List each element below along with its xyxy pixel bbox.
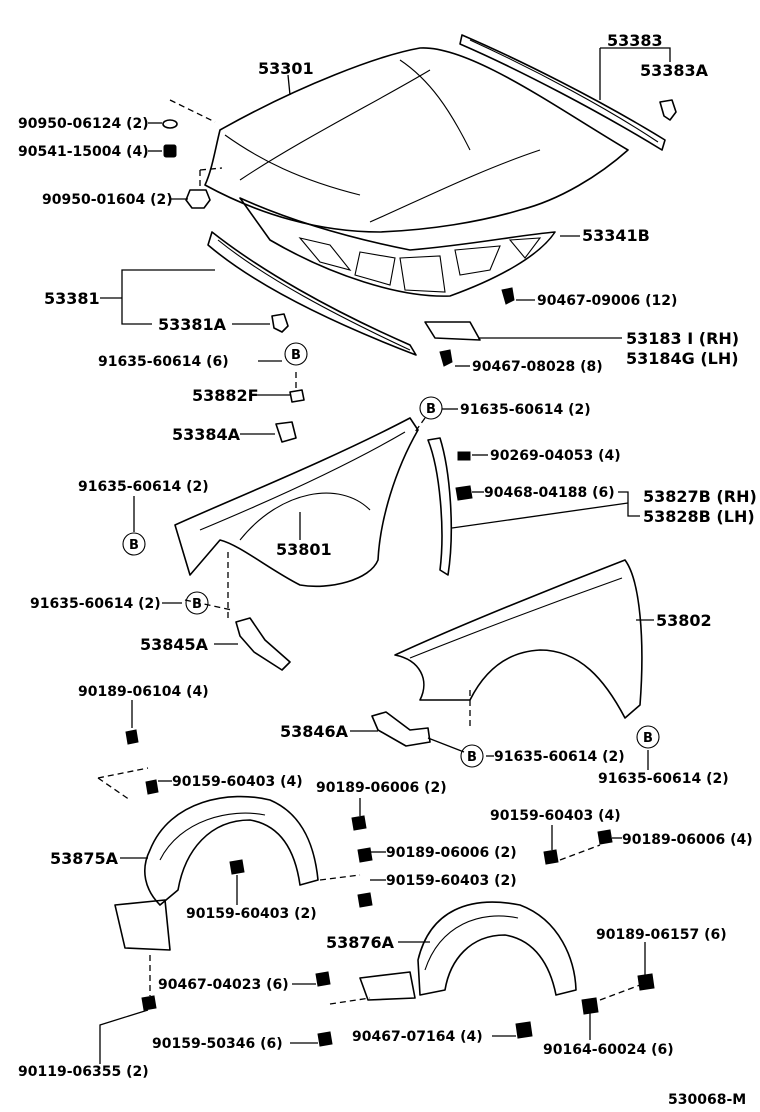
label-53846A: 53846A [280, 722, 349, 741]
hood-insulator [239, 197, 556, 297]
clip-53384A [275, 421, 297, 443]
label-90950-06124: 90950-06124 (2) [18, 116, 149, 132]
label-91635-60614-c: 91635-60614 (2) [78, 479, 209, 495]
svg-text:B: B [467, 750, 477, 765]
marker-b-5: B [460, 744, 484, 768]
label-91635-60614-e: 91635-60614 (2) [494, 749, 625, 765]
label-90467-09006: 90467-09006 (12) [537, 293, 677, 309]
svg-text:B: B [291, 348, 301, 363]
part-labels: 53301 53383 53383A 90950-06124 (2) 90541… [18, 31, 757, 1108]
label-91635-60614-a: 91635-60614 (6) [98, 354, 229, 370]
fender-liner-53875A [114, 795, 319, 951]
svg-text:B: B [192, 597, 202, 612]
label-53384A: 53384A [172, 425, 241, 444]
hood-panel [204, 47, 629, 233]
label-53828B: 53828B (LH) [643, 507, 755, 526]
marker-b-6: B [636, 725, 660, 749]
label-90269-04053: 90269-04053 (4) [490, 448, 621, 464]
label-90467-07164: 90467-07164 (4) [352, 1029, 483, 1045]
label-91635-60614-f: 91635-60614 (2) [598, 771, 729, 787]
label-53301: 53301 [258, 59, 314, 78]
marker-b-4: B [185, 591, 209, 615]
bracket-53846A [371, 711, 431, 747]
clip-90467-08028 [439, 349, 453, 367]
washer-90950-06124 [162, 119, 178, 129]
diagram-code: 530068-M [668, 1092, 746, 1108]
bolt-90541-15004 [163, 144, 177, 158]
label-90189-06157: 90189-06157 (6) [596, 927, 727, 943]
marker-b-3: B [122, 532, 146, 556]
liner-fasteners [125, 729, 655, 1047]
label-53383A: 53383A [640, 61, 709, 80]
label-90189-06104: 90189-06104 (4) [78, 684, 209, 700]
nut-90950-01604 [185, 189, 211, 209]
label-90159-60403-d: 90159-60403 (2) [186, 906, 317, 922]
label-53876A: 53876A [326, 933, 395, 952]
label-53381A: 53381A [158, 315, 227, 334]
label-90541-15004: 90541-15004 (4) [18, 144, 149, 160]
leader-lines [99, 47, 671, 1064]
label-90159-50346: 90159-50346 (6) [152, 1036, 283, 1052]
fender-53802 [394, 559, 643, 719]
label-53882F: 53882F [192, 386, 259, 405]
label-90119-06355: 90119-06355 (2) [18, 1064, 149, 1080]
marker-b-2: B [419, 396, 443, 420]
clip-90468-04188 [455, 485, 473, 501]
marker-b-1: B [284, 342, 308, 366]
hood-seal [207, 231, 417, 356]
bracket-53845A [235, 617, 291, 671]
label-90189-06006-c: 90189-06006 (2) [386, 845, 517, 861]
label-53845A: 53845A [140, 635, 209, 654]
label-90950-01604: 90950-01604 (2) [42, 192, 173, 208]
clip-53383A [659, 99, 677, 121]
label-53184G: 53184G (LH) [626, 349, 739, 368]
label-53802: 53802 [656, 611, 712, 630]
label-53383: 53383 [607, 31, 663, 50]
label-53801: 53801 [276, 540, 332, 559]
label-91635-60614-b: 91635-60614 (2) [460, 402, 591, 418]
fender-liner-53827B [427, 437, 453, 576]
label-53183I: 53183 I (RH) [626, 329, 739, 348]
label-90159-60403-c: 90159-60403 (2) [386, 873, 517, 889]
svg-text:B: B [643, 731, 653, 746]
label-91635-60614-d: 91635-60614 (2) [30, 596, 161, 612]
clip-53882F [289, 389, 305, 403]
svg-text:B: B [129, 538, 139, 553]
fender-liner-53876A [359, 901, 577, 1001]
label-90189-06006-b: 90189-06006 (4) [622, 832, 753, 848]
label-53875A: 53875A [50, 849, 119, 868]
clip-90467-09006 [501, 287, 515, 305]
label-90467-04023: 90467-04023 (6) [158, 977, 289, 993]
label-90164-60024: 90164-60024 (6) [543, 1042, 674, 1058]
screw-90269-04053 [457, 451, 471, 461]
hood-weatherstrip [459, 34, 666, 151]
label-53341B: 53341B [582, 226, 650, 245]
label-90467-08028: 90467-08028 (8) [472, 359, 603, 375]
clip-53381A [271, 313, 289, 333]
label-53381: 53381 [44, 289, 100, 308]
label-90159-60403-b: 90159-60403 (4) [490, 808, 621, 824]
svg-text:B: B [426, 402, 436, 417]
label-90159-60403-a: 90159-60403 (4) [172, 774, 303, 790]
label-90468-04188: 90468-04188 (6) [484, 485, 615, 501]
label-53827B: 53827B (RH) [643, 487, 757, 506]
label-90189-06006-a: 90189-06006 (2) [316, 780, 447, 796]
fender-53801 [174, 417, 419, 588]
hood-bracket [424, 321, 481, 341]
